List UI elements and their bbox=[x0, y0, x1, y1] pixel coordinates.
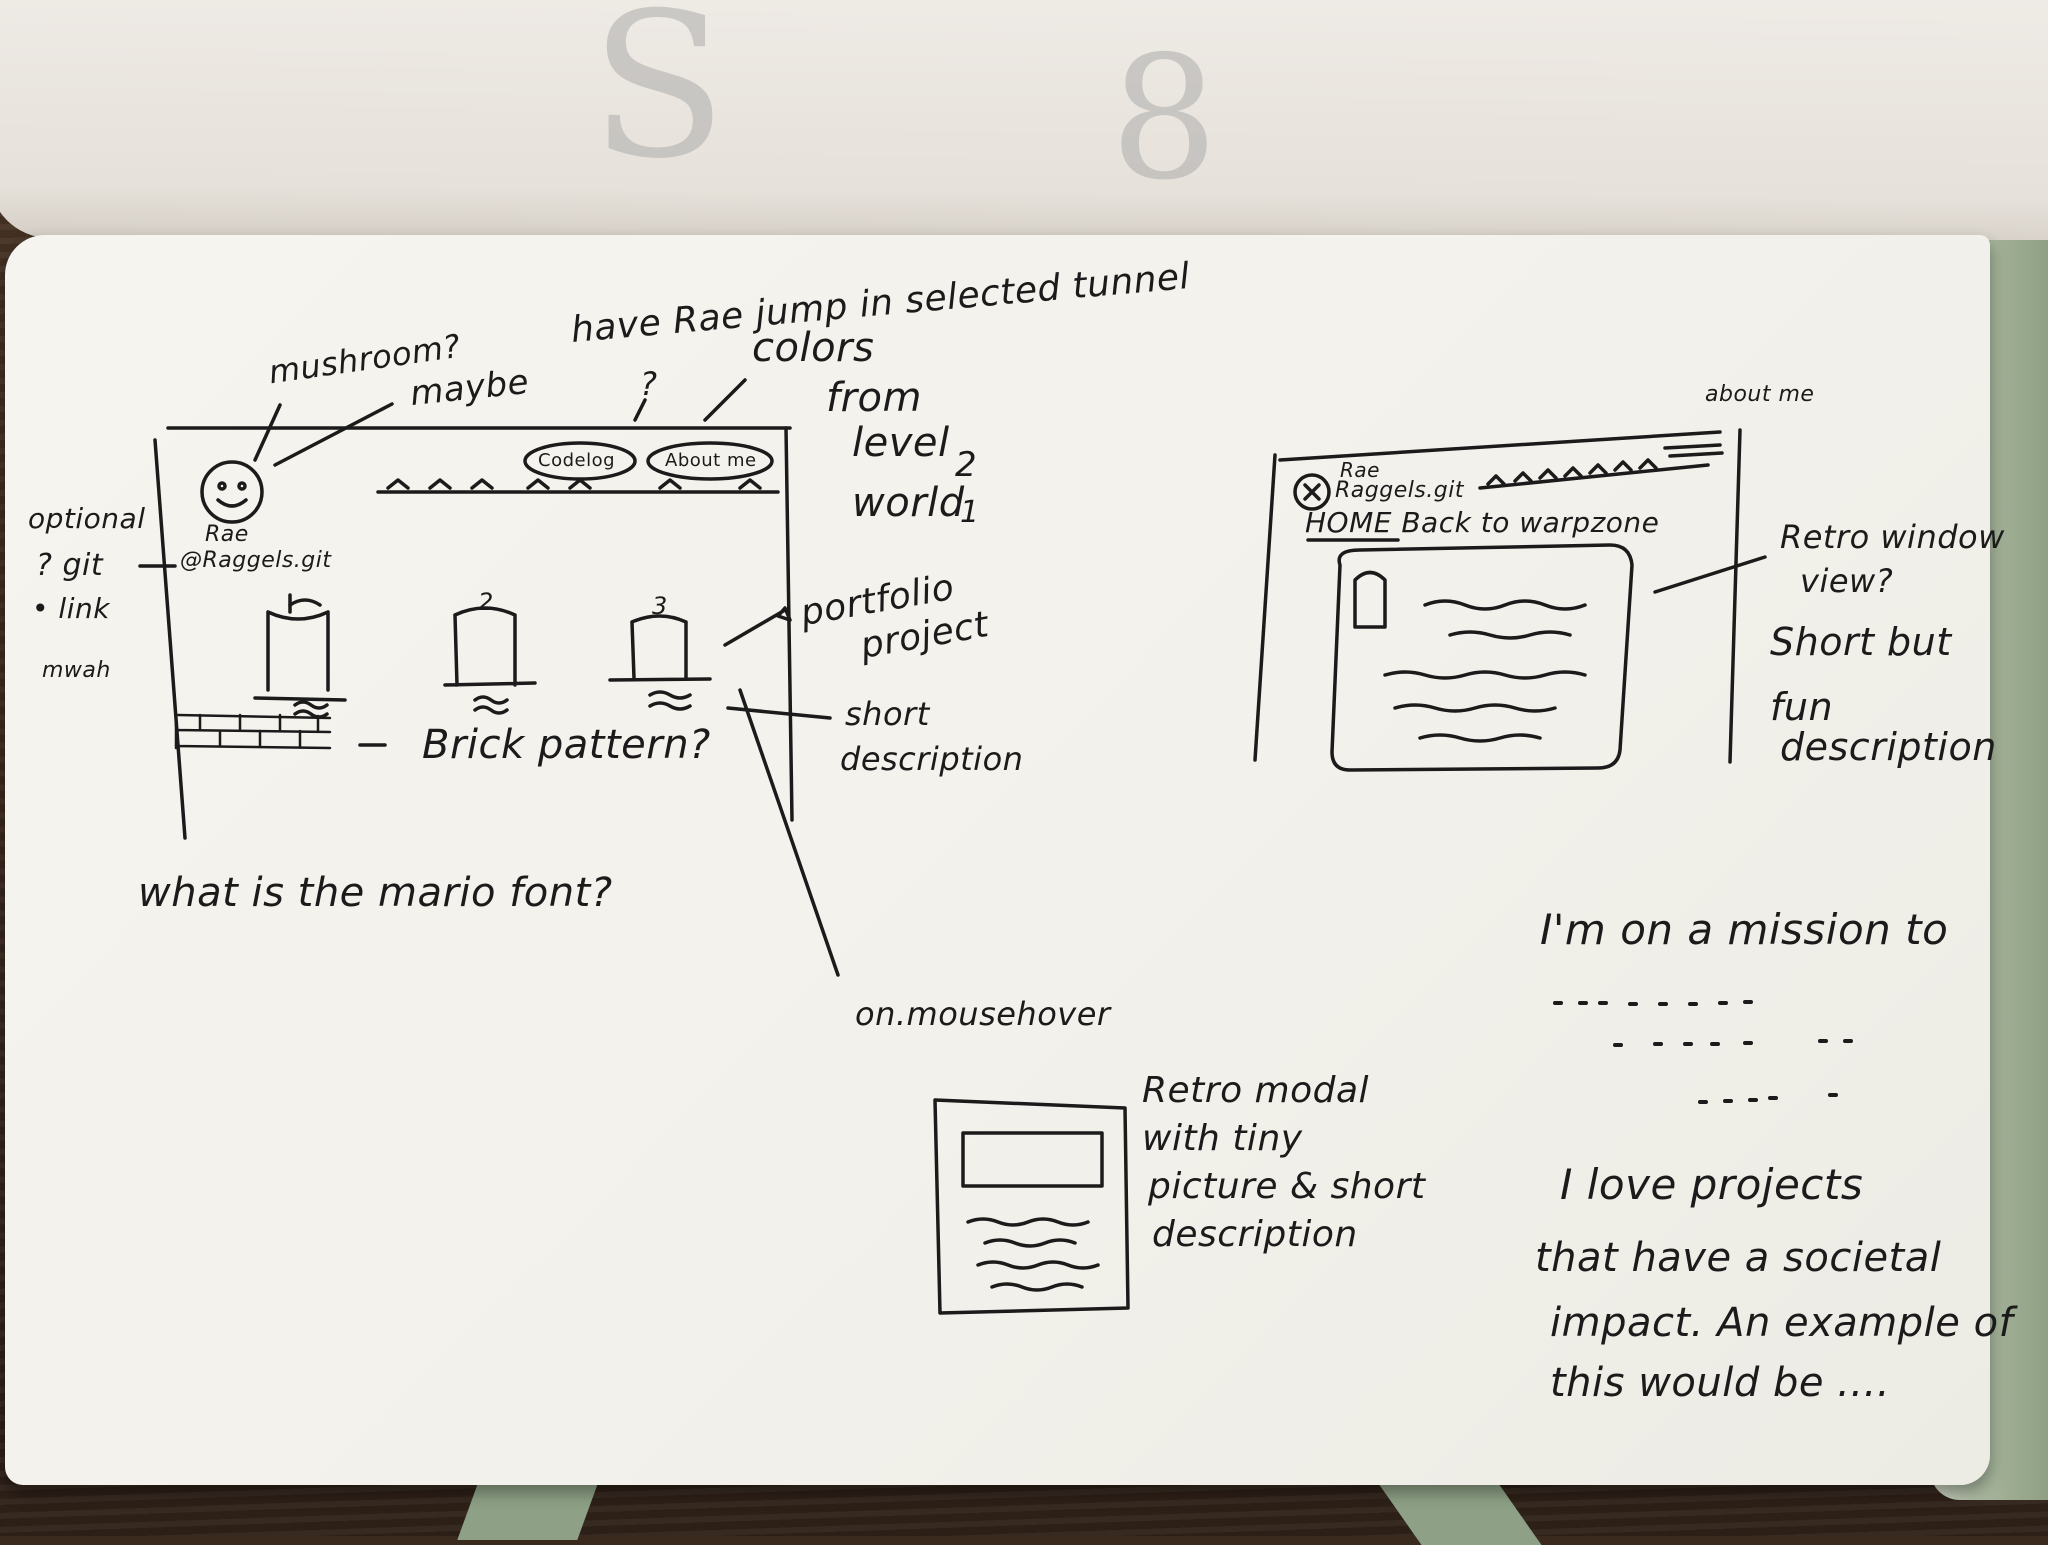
bleed-through-sketch-right: 8 bbox=[1110, 20, 1219, 218]
note-fun: fun bbox=[1770, 685, 1834, 729]
note-level: level bbox=[852, 420, 950, 466]
sketch-tunnel-3-label: 3 bbox=[652, 592, 668, 620]
about-avatar-icon bbox=[1293, 473, 1331, 511]
note-retro-window: Retro window bbox=[1780, 518, 2005, 556]
about-sketch-name: Rae bbox=[1340, 458, 1380, 482]
note-colors: colors bbox=[752, 325, 875, 371]
tunnel-2 bbox=[443, 606, 537, 687]
note-world-number: 1 bbox=[960, 495, 980, 530]
note-modal-description: description bbox=[1152, 1214, 1358, 1255]
about-sketch-handle: Raggels.git bbox=[1335, 478, 1465, 503]
note-with-tiny: with tiny bbox=[1142, 1118, 1303, 1159]
sketch-name: Rae bbox=[205, 522, 249, 547]
mushroom-avatar-icon bbox=[200, 460, 264, 524]
note-brick-pattern: Brick pattern? bbox=[422, 722, 711, 768]
codelog-pill bbox=[523, 441, 637, 481]
note-short: short bbox=[845, 695, 930, 733]
note-impact-example: impact. An example of bbox=[1550, 1300, 2014, 1346]
sketch-handle: @Raggels.git bbox=[180, 548, 332, 573]
retro-modal-sketch bbox=[933, 1098, 1130, 1315]
note-mwah: mwah bbox=[42, 658, 111, 683]
about-sketch-home-back: HOME Back to warpzone bbox=[1305, 506, 1660, 539]
note-mario-font: what is the mario font? bbox=[138, 870, 613, 916]
note-git: ? git bbox=[36, 548, 104, 583]
about-me-pill bbox=[646, 441, 774, 481]
sketch-tunnel-2-label: 2 bbox=[478, 588, 494, 616]
notebook-page bbox=[5, 235, 1990, 1485]
note-description: description bbox=[840, 740, 1024, 778]
note-view: view? bbox=[1800, 562, 1894, 600]
note-mission: I'm on a mission to bbox=[1540, 905, 1949, 954]
note-retro-modal: Retro modal bbox=[1142, 1070, 1370, 1111]
about-me-wireframe-sketch bbox=[1253, 428, 1767, 772]
note-from: from bbox=[826, 375, 922, 421]
note-short-but: Short but bbox=[1770, 620, 1952, 664]
bleed-through-sketch-left: S bbox=[590, 0, 728, 203]
note-question: ? bbox=[640, 365, 658, 403]
note-on-mousehover: on.mousehover bbox=[855, 995, 1111, 1033]
note-societal: that have a societal bbox=[1535, 1235, 1942, 1281]
note-fun-description: description bbox=[1780, 725, 1997, 769]
note-love-projects: I love projects bbox=[1560, 1160, 1864, 1209]
note-would-be: this would be .... bbox=[1550, 1360, 1891, 1406]
note-link: • link bbox=[32, 592, 110, 625]
retro-window-frame bbox=[1330, 543, 1634, 772]
note-about-me: about me bbox=[1705, 382, 1815, 407]
tunnel-3 bbox=[608, 614, 712, 682]
brick-pattern bbox=[174, 713, 332, 750]
sketch-nav-codelog: Codelog bbox=[538, 450, 616, 471]
tunnel-1 bbox=[253, 598, 347, 702]
home-wireframe-sketch bbox=[138, 378, 840, 977]
note-level-number: 2 bbox=[955, 445, 978, 485]
mission-placeholder-dots bbox=[1553, 1000, 1853, 1104]
note-optional: optional bbox=[28, 502, 146, 535]
note-picture-short: picture & short bbox=[1148, 1166, 1426, 1207]
note-world: world bbox=[852, 480, 965, 526]
sketch-nav-about: About me bbox=[665, 450, 757, 471]
